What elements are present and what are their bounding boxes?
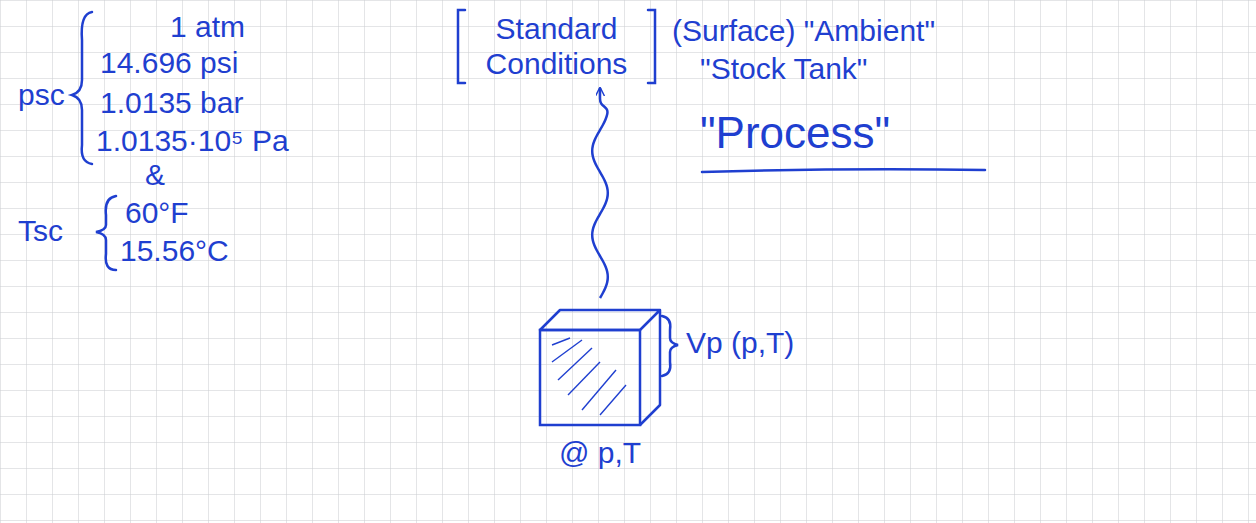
shading-hatch xyxy=(568,362,600,395)
curly-brace xyxy=(662,316,678,376)
location-label: @ p,T xyxy=(530,436,670,471)
curly-brace xyxy=(72,12,92,164)
cube-edges xyxy=(540,310,660,425)
heading-label: "Process" xyxy=(700,108,890,159)
value-label: 60°F xyxy=(125,196,189,231)
shading-hatch xyxy=(600,385,626,415)
wavy-arrow xyxy=(592,88,608,298)
box-title: Standard Conditions xyxy=(469,12,644,81)
value-label: 1.0135 bar xyxy=(100,86,243,121)
volume-label: Vp (p,T) xyxy=(686,326,794,361)
cube-volume: @ p,T xyxy=(530,300,670,471)
value-label: 15.56°C xyxy=(120,234,229,269)
cube-face xyxy=(540,330,640,425)
shading-hatch xyxy=(582,370,616,410)
note-label: "Stock Tank" xyxy=(700,52,868,87)
symbol-label: Tsc xyxy=(18,214,63,249)
cube-drawing xyxy=(530,300,670,430)
bracket-box: Standard Conditions xyxy=(455,8,658,85)
shading-hatch xyxy=(552,338,570,345)
underline xyxy=(702,169,985,172)
note-label: (Surface) "Ambient" xyxy=(672,14,935,49)
value-label: 1.0135·10⁵ Pa xyxy=(96,124,289,159)
value-label: 1 atm xyxy=(170,10,245,45)
bracket-stroke xyxy=(458,10,655,83)
value-label: 14.696 psi xyxy=(100,46,238,81)
curly-brace xyxy=(96,196,116,270)
connector-word: & xyxy=(145,158,165,193)
shading-hatch xyxy=(552,340,582,362)
symbol-label: psc xyxy=(18,78,65,113)
